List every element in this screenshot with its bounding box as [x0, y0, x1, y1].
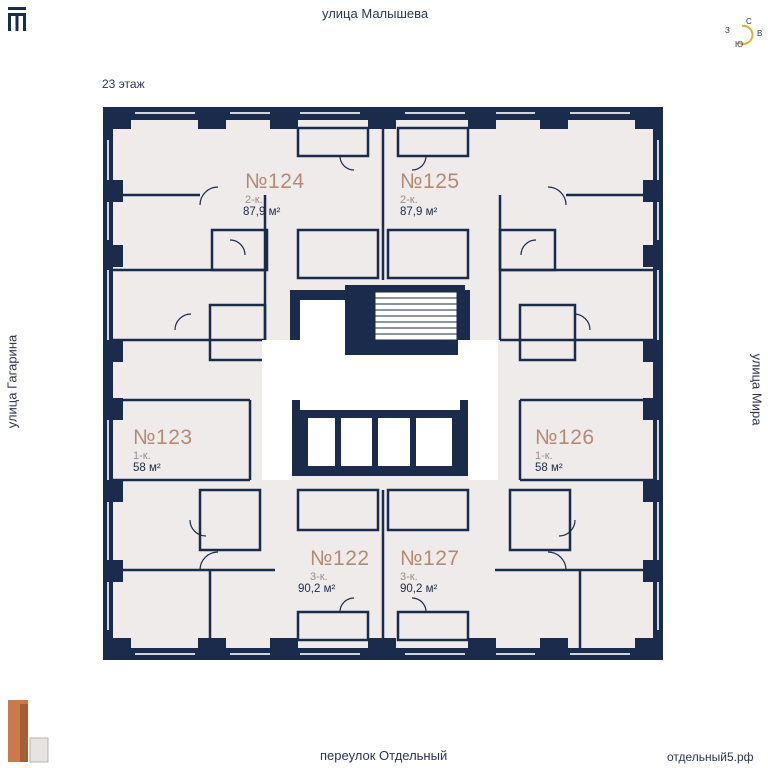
street-north: улица Малышева [322, 6, 429, 21]
compass-east: В [757, 29, 763, 38]
apartment-area: 58 м² [535, 462, 563, 474]
apartment-type: 2-к. [245, 194, 263, 206]
pillars [103, 107, 663, 660]
apartment-area: 87,9 м² [243, 206, 281, 218]
apartment-number: №124 [245, 170, 305, 193]
logo-icon [7, 7, 27, 31]
compass-arc [737, 24, 754, 45]
apartment-number: №125 [400, 170, 460, 193]
apartment-122[interactable]: №122 3-к. 90,2 м² [298, 547, 370, 595]
apartment-126[interactable]: №126 1-к. 58 м² [535, 426, 595, 474]
building-thumbnail [8, 700, 49, 763]
apartment-type: 1-к. [133, 450, 151, 462]
apartment-124[interactable]: №124 2-к. 87,9 м² [243, 170, 305, 218]
apartment-number: №123 [133, 426, 193, 449]
apartment-number: №122 [310, 547, 370, 570]
compass-south: Ю [735, 40, 744, 49]
partitions [113, 120, 653, 648]
apartment-area: 58 м² [133, 462, 161, 474]
brand-site: отдельный5.рф [667, 750, 754, 764]
apartment-area: 90,2 м² [400, 583, 438, 595]
core [262, 285, 498, 480]
apartment-type: 1-к. [535, 450, 553, 462]
apartment-number: №126 [535, 426, 595, 449]
apartment-area: 90,2 м² [298, 583, 336, 595]
street-east: улица Мира [749, 353, 765, 426]
door-swings [174, 155, 591, 613]
floor-label: 23 этаж [102, 77, 145, 91]
apartment-number: №127 [400, 547, 460, 570]
apartment-123[interactable]: №123 1-к. 58 м² [133, 426, 193, 474]
street-south: переулок Отдельный [320, 748, 448, 763]
apartment-125[interactable]: №125 2-к. 87,9 м² [400, 170, 460, 218]
apartment-127[interactable]: №127 3-к. 90,2 м² [400, 547, 460, 595]
street-west: улица Гагарина [4, 334, 20, 429]
apartment-area: 87,9 м² [400, 206, 438, 218]
apartment-type: 3-к. [310, 571, 328, 583]
compass-west: З [725, 26, 730, 35]
apartment-type: 3-к. [400, 571, 418, 583]
compass-north: С [746, 17, 752, 26]
apartment-type: 2-к. [400, 194, 418, 206]
